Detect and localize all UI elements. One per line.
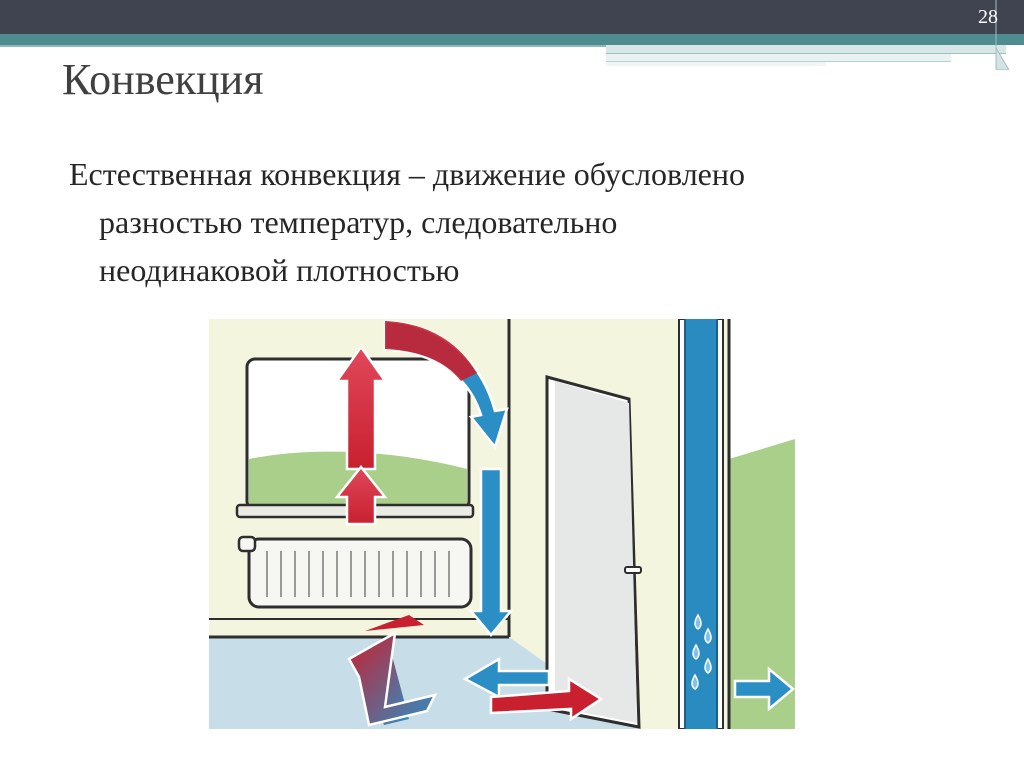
room-convection-illustration: [209, 319, 795, 729]
water-droplet-icon: [691, 613, 712, 690]
warm-air-up-arrow: [334, 464, 388, 526]
header-dark-band: [0, 0, 1024, 34]
slide-title: Конвекция: [62, 55, 264, 104]
body-text-line: неодинаковой плотностью: [99, 252, 460, 288]
header-ribbon: [606, 45, 1006, 54]
slide-body-text: Естественная конвекция – движение обусло…: [69, 150, 949, 294]
header-ribbon: [606, 54, 951, 62]
floor-air-arrow: [462, 656, 551, 700]
body-text-line: Естественная конвекция – движение обусло…: [69, 156, 745, 192]
outside-air-arrow: [733, 666, 795, 712]
outside-grass: [729, 439, 795, 729]
header-teal-band: [0, 34, 1024, 45]
header-rule: [0, 45, 606, 47]
door: [545, 375, 642, 729]
door-handle: [624, 566, 642, 574]
body-text-line: разностью температур, следовательно: [99, 204, 618, 240]
slide-number: 28: [978, 6, 998, 28]
page-corner-decoration: [995, 0, 1009, 70]
floor-air-arrow: [347, 630, 438, 727]
cool-air-down-arrow: [468, 467, 514, 637]
radiator: [237, 535, 473, 609]
floor-air-arrow: [489, 676, 604, 722]
vertical-pipe: [678, 319, 724, 729]
warm-air-up-arrow: [334, 344, 388, 471]
header-ribbon: [606, 62, 826, 66]
